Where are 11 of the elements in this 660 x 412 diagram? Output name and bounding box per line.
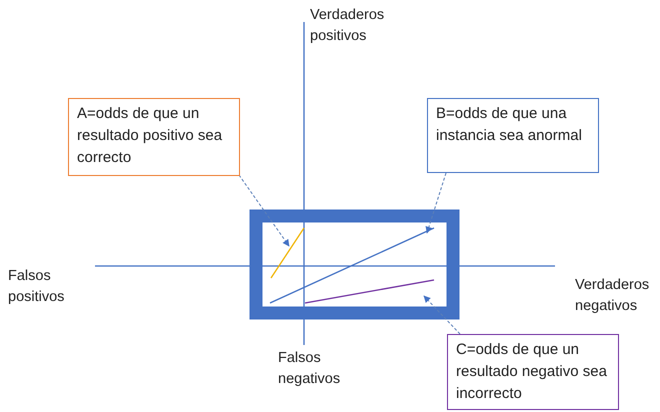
axis-label: Verdaderos positivos xyxy=(310,6,386,46)
leader-line xyxy=(424,296,460,334)
callout-box: B=odds de que una instancia sea anormal xyxy=(427,98,599,173)
callout-box: A=odds de que un resultado positivo sea correcto xyxy=(68,98,240,176)
leader-line xyxy=(238,174,290,247)
callout-box: C=odds de que un resultado negativo sea incorrecto xyxy=(447,334,619,410)
leader-line xyxy=(426,172,446,234)
axis-label: Verdaderos negativos xyxy=(575,276,650,316)
diagonal-line xyxy=(270,227,434,304)
axis-label: Falsos positivos xyxy=(8,267,66,307)
axis-label: Falsos negativos xyxy=(278,349,342,389)
